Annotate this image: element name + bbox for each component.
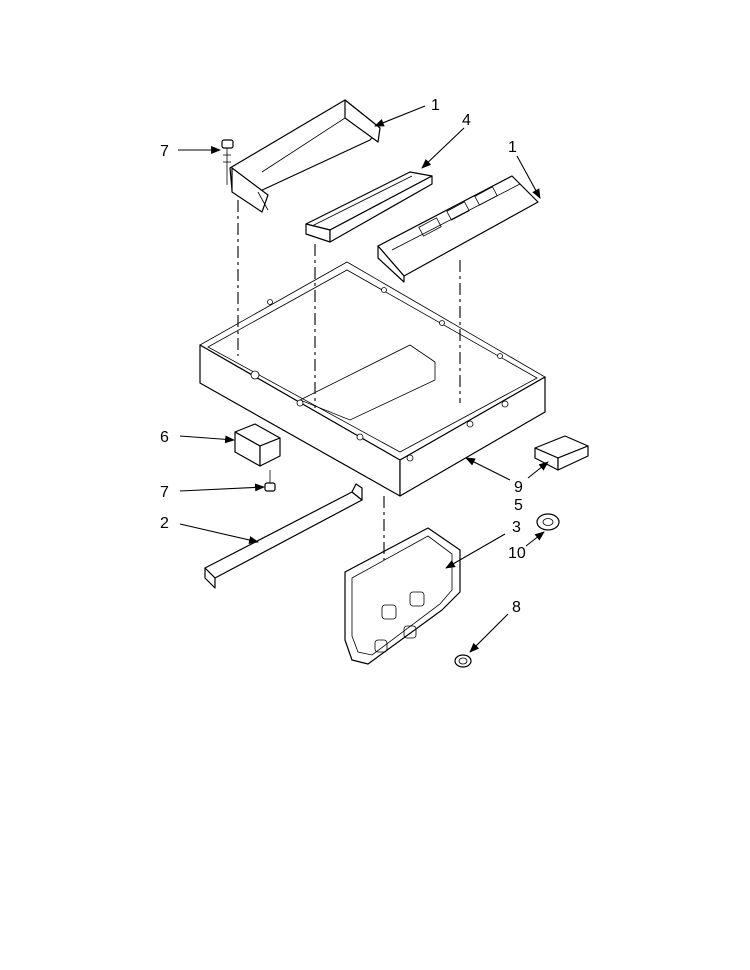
callout-10: 10 xyxy=(508,545,526,562)
part-4-channel xyxy=(305,171,433,243)
leader-arrows xyxy=(178,105,549,653)
callout-7-top: 7 xyxy=(160,143,169,160)
callout-6: 6 xyxy=(160,429,169,446)
callout-1-top: 1 xyxy=(431,97,440,114)
callout-3: 3 xyxy=(512,519,521,536)
alignment-lines xyxy=(237,200,461,560)
callout-7-mid: 7 xyxy=(160,484,169,501)
part-6-box xyxy=(234,423,281,467)
part-2-rail xyxy=(204,483,363,589)
part-9-block xyxy=(534,435,589,471)
callout-5: 5 xyxy=(514,497,523,514)
callout-1-right: 1 xyxy=(508,139,517,156)
part-7-screw-top xyxy=(221,139,234,185)
callout-2: 2 xyxy=(160,515,169,532)
part-7-screw-mid xyxy=(264,470,276,492)
part-3-cover xyxy=(344,527,461,665)
part-1-right-bracket xyxy=(377,175,539,283)
callout-labels: 1 4 1 7 6 7 2 9 5 3 10 8 xyxy=(160,97,526,616)
callout-9: 9 xyxy=(514,479,523,496)
part-1-top-bracket xyxy=(229,99,381,213)
part-10-grommet xyxy=(536,513,560,531)
part-5-pan xyxy=(199,261,546,497)
callout-8: 8 xyxy=(512,599,521,616)
callout-4: 4 xyxy=(462,112,471,129)
part-8-plug xyxy=(454,654,472,668)
